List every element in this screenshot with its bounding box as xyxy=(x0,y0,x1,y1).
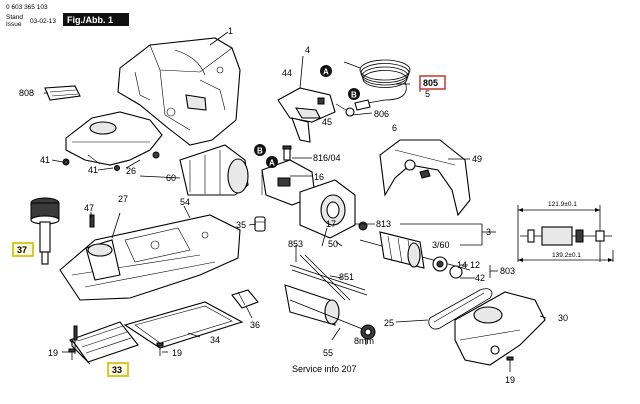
stand-label: Stand xyxy=(6,14,23,21)
label-19a: 19 xyxy=(48,348,58,358)
callout-B-brush: B xyxy=(254,144,266,156)
label-3: 3 xyxy=(486,227,491,237)
spindle-assembly xyxy=(284,254,376,340)
armature-dimension-drawing: 121.9±0.1 139.2±0.1 xyxy=(517,201,614,262)
switch-assembly xyxy=(277,87,355,143)
label-12: 12 xyxy=(470,260,480,270)
label-1: 1 xyxy=(228,26,233,36)
callout-box-33: 33 xyxy=(107,362,129,377)
belt-cover xyxy=(379,139,471,217)
label-25: 25 xyxy=(384,318,394,328)
label-49: 49 xyxy=(472,154,482,164)
svg-text:37: 37 xyxy=(17,245,27,255)
label-853: 853 xyxy=(288,239,303,249)
label-47: 47 xyxy=(84,203,94,213)
label-808: 808 xyxy=(19,88,34,98)
fig-label: Fig./Abb. 1 xyxy=(67,15,113,25)
label-44: 44 xyxy=(282,68,292,78)
label-41b: 41 xyxy=(88,165,98,175)
svg-text:B: B xyxy=(351,91,357,100)
housing-screws xyxy=(62,151,160,171)
dimension-139: 139.2±0.1 xyxy=(552,252,581,259)
callout-box-805: 805 xyxy=(419,75,446,90)
callout-box-37: 37 xyxy=(12,242,34,257)
svg-text:A: A xyxy=(269,159,275,168)
base-plate xyxy=(59,214,241,301)
label-816: 816/04 xyxy=(313,153,341,163)
label-26: 26 xyxy=(126,166,136,176)
issue-date: 03-02-13 xyxy=(30,18,56,25)
label-36: 36 xyxy=(250,320,260,330)
motor-housing xyxy=(179,144,249,196)
svg-text:B: B xyxy=(257,147,263,156)
label-4: 4 xyxy=(305,45,310,55)
spring-clip-36 xyxy=(231,289,259,309)
label-14: 14 xyxy=(457,260,467,270)
chip-deflector xyxy=(44,85,81,101)
callout-A-brush: A xyxy=(266,156,278,168)
label-42: 42 xyxy=(475,273,485,283)
label-5: 5 xyxy=(425,89,430,99)
screws-19 xyxy=(68,342,514,372)
label-813: 813 xyxy=(376,219,391,229)
label-27: 27 xyxy=(118,194,128,204)
label-16: 16 xyxy=(314,172,324,182)
doc-number: 0 603 365 103 xyxy=(6,4,48,11)
power-cable xyxy=(343,59,411,111)
label-803: 803 xyxy=(500,266,515,276)
label-851: 851 xyxy=(339,272,354,282)
fig-badge xyxy=(63,13,129,26)
label-50: 50 xyxy=(328,239,338,249)
label-55: 55 xyxy=(323,348,333,358)
issue-label: Issue xyxy=(6,21,22,28)
gasket-34 xyxy=(123,301,244,349)
depth-knob xyxy=(30,197,60,265)
service-info: Service info 207 xyxy=(292,364,357,374)
planer-housing xyxy=(117,37,241,146)
label-45: 45 xyxy=(322,117,332,127)
label-60: 60 xyxy=(166,173,176,183)
label-41a: 41 xyxy=(40,155,50,165)
part-labels: 1 808 41 41 26 60 4 44 45 5 806 6 816/04… xyxy=(19,26,568,385)
label-3-60: 3/60 xyxy=(432,240,450,250)
callout-B-switch: B xyxy=(348,88,360,100)
label-806: 806 xyxy=(374,109,389,119)
label-19c: 19 xyxy=(505,375,515,385)
front-shoe xyxy=(65,111,163,166)
label-30: 30 xyxy=(558,313,568,323)
svg-text:33: 33 xyxy=(112,365,122,375)
label-17: 17 xyxy=(326,219,336,229)
field-stator xyxy=(299,179,368,239)
label-6: 6 xyxy=(392,123,397,133)
v-plate-33 xyxy=(69,321,139,365)
leader-lines xyxy=(44,31,547,353)
label-34: 34 xyxy=(210,335,220,345)
header-block: 0 603 365 103 Stand Issue 03-02-13 Fig./… xyxy=(6,4,129,28)
svg-text:A: A xyxy=(323,68,329,77)
callout-A-switch: A xyxy=(320,65,332,77)
label-19b: 19 xyxy=(172,348,182,358)
svg-text:805: 805 xyxy=(423,78,438,88)
roller-35 xyxy=(254,216,266,232)
dimension-121: 121.9±0.1 xyxy=(548,201,577,208)
drive-belt xyxy=(428,288,493,330)
label-35: 35 xyxy=(236,220,246,230)
armature xyxy=(359,231,471,279)
label-54: 54 xyxy=(180,197,190,207)
belt-cover-30 xyxy=(454,291,546,366)
label-8mm: 8mm xyxy=(354,336,374,346)
